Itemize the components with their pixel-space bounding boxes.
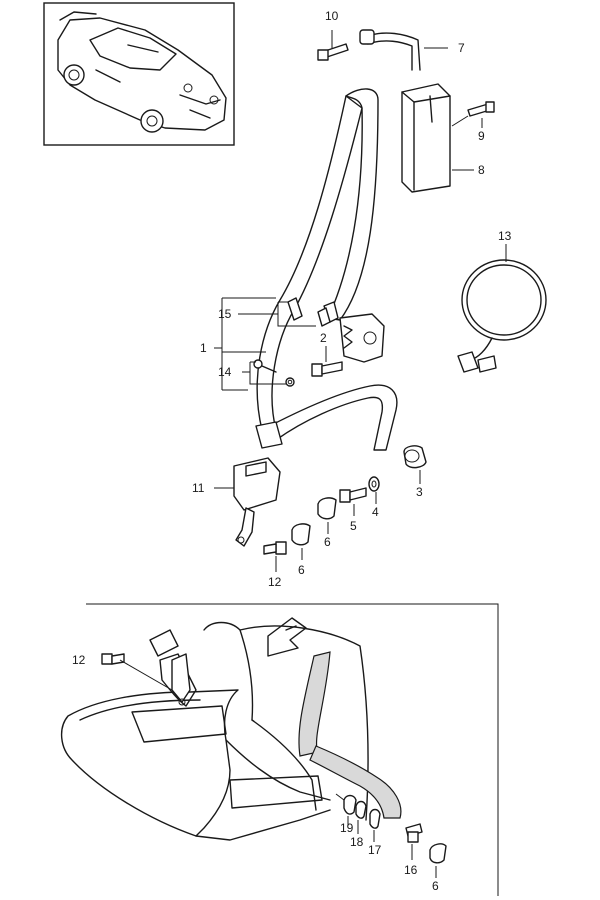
callout-18: 18 [350,835,364,849]
washer-part [355,800,367,834]
callout-15: 15 [218,307,232,321]
callout-6-lower: 6 [298,563,305,577]
callout-14: 14 [218,365,232,379]
callout-19: 19 [340,821,354,835]
belt-webbing-part [255,88,398,451]
bushing-part [369,808,381,842]
callout-10: 10 [325,9,339,23]
callout-3: 3 [416,485,423,499]
anchor-pin-part [287,297,331,327]
callout-9: 9 [478,129,485,143]
assembly-bracket [214,297,316,391]
bolt-part [311,346,343,377]
callout-4: 4 [372,505,379,519]
vehicle-thumbnail-icon [43,2,235,146]
bolt-part [101,653,173,691]
callout-8: 8 [478,163,485,177]
callout-6-seat: 6 [432,879,439,893]
cover-cap-part [429,843,447,878]
retractor-housing-part [401,83,474,193]
callout-1: 1 [200,341,207,355]
callout-12-upper: 12 [268,575,282,589]
callout-17: 17 [368,843,382,857]
clip-part [253,359,295,387]
cover-cap-part [317,497,337,534]
callout-11: 11 [192,481,205,495]
buckle-tongue-part [214,457,281,547]
bolt-part [451,101,495,128]
seat-installation-panel [61,603,499,896]
bolt-part [317,30,349,61]
bolt-part [263,541,287,572]
callout-7: 7 [458,41,465,55]
callout-2: 2 [320,331,327,345]
belt-retractor-part [323,301,385,363]
guide-tube-part [359,29,448,71]
callout-5: 5 [350,519,357,533]
callout-13: 13 [498,229,512,243]
cover-cap-part [291,523,311,560]
callout-16: 16 [404,863,418,877]
callout-6-upper: 6 [324,535,331,549]
washer-part [368,476,380,504]
spacer-part [343,794,357,826]
bolt-part [339,487,367,516]
cover-cap-part [403,445,427,484]
wiring-harness-part [457,244,547,373]
forward-direction-arrow-icon [267,617,307,657]
bolt-part [405,823,423,860]
callout-12-lower: 12 [72,653,86,667]
